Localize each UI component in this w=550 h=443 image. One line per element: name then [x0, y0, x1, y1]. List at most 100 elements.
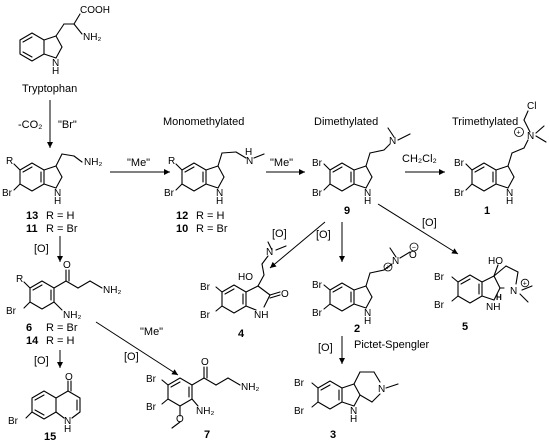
- compound-4-number: 4: [238, 328, 245, 340]
- compound-4-ho: HO: [238, 272, 253, 283]
- compound-2-br1: Br: [312, 280, 323, 291]
- compound-10-r-value: R = Br: [196, 223, 228, 235]
- compound-4-br1: Br: [200, 282, 211, 293]
- tryptophan-nh2: NH₂: [83, 32, 101, 43]
- tryptophan-n: N: [52, 58, 59, 69]
- compound-13-11-structure: NH₂ R Br N H: [2, 153, 102, 207]
- compound-3-structure: N Br Br N H: [294, 371, 399, 425]
- compound-12-br: Br: [164, 188, 175, 199]
- reagent-ox-6-15: [O]: [34, 355, 49, 367]
- reagent-co2: -CO₂: [18, 119, 42, 131]
- compound-7-br2: Br: [146, 402, 157, 413]
- tryptophan-label: Tryptophan: [22, 83, 77, 95]
- compound-3-br1: Br: [294, 378, 305, 389]
- compound-12-ring-n: N: [216, 188, 223, 199]
- compound-1-structure: + N Cl Br Br N H: [454, 101, 547, 207]
- compound-6-nh2: NH₂: [103, 285, 121, 296]
- compound-4-n: N: [266, 247, 273, 258]
- compound-1-br2: Br: [454, 188, 465, 199]
- compound-1-cl: Cl: [527, 101, 536, 112]
- compound-3-ring-n: N: [350, 406, 357, 417]
- compound-12-h: H: [245, 147, 252, 158]
- compound-7-br1: Br: [146, 374, 157, 385]
- compound-9-structure: N Br Br N H: [312, 127, 411, 207]
- compound-4-nh: NH: [254, 310, 268, 321]
- compound-3-number: 3: [330, 429, 336, 441]
- tryptophan-cooh: COOH: [80, 5, 110, 16]
- compound-3-br2: Br: [294, 406, 305, 417]
- reagent-ch2cl2: CH₂Cl₂: [402, 153, 437, 165]
- compound-5-nh: NH: [486, 302, 500, 313]
- reagent-ox-9-2: [O]: [316, 229, 331, 241]
- compound-5-structure: + HO N Br Br NH H: [434, 256, 533, 313]
- compound-5-plus: +: [523, 281, 527, 288]
- reagent-ox-6-7: [O]: [124, 351, 139, 363]
- compound-2-minus: −: [412, 245, 416, 252]
- compound-2-br2: Br: [312, 308, 323, 319]
- reagent-ox-13-6: [O]: [34, 243, 49, 255]
- compound-14-number: 14: [26, 335, 39, 347]
- compound-7-ome-o: O: [176, 414, 184, 425]
- compound-13-h: H: [54, 196, 61, 207]
- compound-1-plus: +: [517, 130, 521, 137]
- compound-6-number: 6: [26, 322, 32, 334]
- compound-13-number: 13: [26, 210, 38, 222]
- compound-13-r: R: [6, 156, 13, 167]
- compound-12-10-structure: H N R Br N H: [164, 147, 265, 207]
- compound-9-number: 9: [344, 205, 350, 217]
- compound-6-14-structure: O NH₂ NH₂ R Br: [6, 260, 121, 321]
- compound-4-br2: Br: [200, 310, 211, 321]
- compound-11-r-value: R = Br: [46, 223, 78, 235]
- dimethylated-label: Dimethylated: [314, 116, 378, 128]
- compound-2-number: 2: [354, 323, 360, 335]
- compound-15-o: O: [65, 372, 73, 383]
- compound-12-n: N: [246, 156, 253, 167]
- reagent-br: "Br": [58, 119, 77, 131]
- compound-6-r-value: R = Br: [46, 322, 78, 334]
- compound-5-br2: Br: [434, 300, 445, 311]
- compound-1-ring-n: N: [506, 188, 513, 199]
- compound-9-br2: Br: [312, 188, 323, 199]
- compound-13-r-value: R = H: [46, 210, 74, 222]
- compound-11-number: 11: [26, 223, 38, 235]
- compound-1-n: N: [527, 131, 534, 142]
- compound-7-structure: O NH₂ NH₂ O Br Br: [146, 357, 259, 429]
- reagent-me2: "Me": [270, 157, 293, 169]
- compound-5-h: H: [496, 293, 502, 302]
- compound-14-r-value: R = H: [46, 335, 74, 347]
- compound-7-nh2: NH₂: [241, 382, 259, 393]
- compound-12-r: R: [168, 156, 175, 167]
- tryptophan-h: H: [52, 66, 59, 77]
- compound-6-aryl-nh2: NH₂: [63, 310, 81, 321]
- reagent-me1: "Me": [127, 157, 150, 169]
- compound-6-r: R: [16, 274, 23, 285]
- compound-1-number: 1: [484, 205, 490, 217]
- compound-2-structure: + − N O Br Br N H: [312, 242, 419, 327]
- compound-15-n: N: [64, 416, 71, 427]
- compound-5-n: N: [510, 286, 517, 297]
- compound-12-r-value: R = H: [196, 210, 224, 222]
- compound-12-number: 12: [176, 210, 188, 222]
- compound-15-number: 15: [44, 431, 56, 443]
- arrow-6-to-7: [95, 321, 179, 376]
- pictet-spengler-label: Pictet-Spengler: [354, 339, 430, 351]
- compound-6-br: Br: [6, 306, 17, 317]
- compound-15-br: Br: [8, 416, 19, 427]
- compound-15-structure: O Br N H: [8, 372, 81, 435]
- compound-9-br1: Br: [312, 158, 323, 169]
- compound-15-h: H: [64, 424, 71, 435]
- compound-7-aryl-nh2: NH₂: [196, 406, 214, 417]
- reagent-ox-9-5: [O]: [422, 217, 437, 229]
- compound-9-ring-h: H: [364, 196, 371, 207]
- reagent-ox-2-3: [O]: [318, 342, 333, 354]
- compound-9-ring-n: N: [364, 188, 371, 199]
- compound-2-ring-h: H: [364, 316, 371, 327]
- compound-6-o: O: [63, 260, 71, 271]
- compound-3-ring-h: H: [350, 414, 357, 425]
- compound-4-o: O: [281, 289, 289, 300]
- compound-5-ho: HO: [488, 256, 503, 267]
- monomethylated-label: Monomethylated: [163, 116, 244, 128]
- compound-1-ring-h: H: [506, 196, 513, 207]
- arrow-9-to-4: [269, 221, 326, 269]
